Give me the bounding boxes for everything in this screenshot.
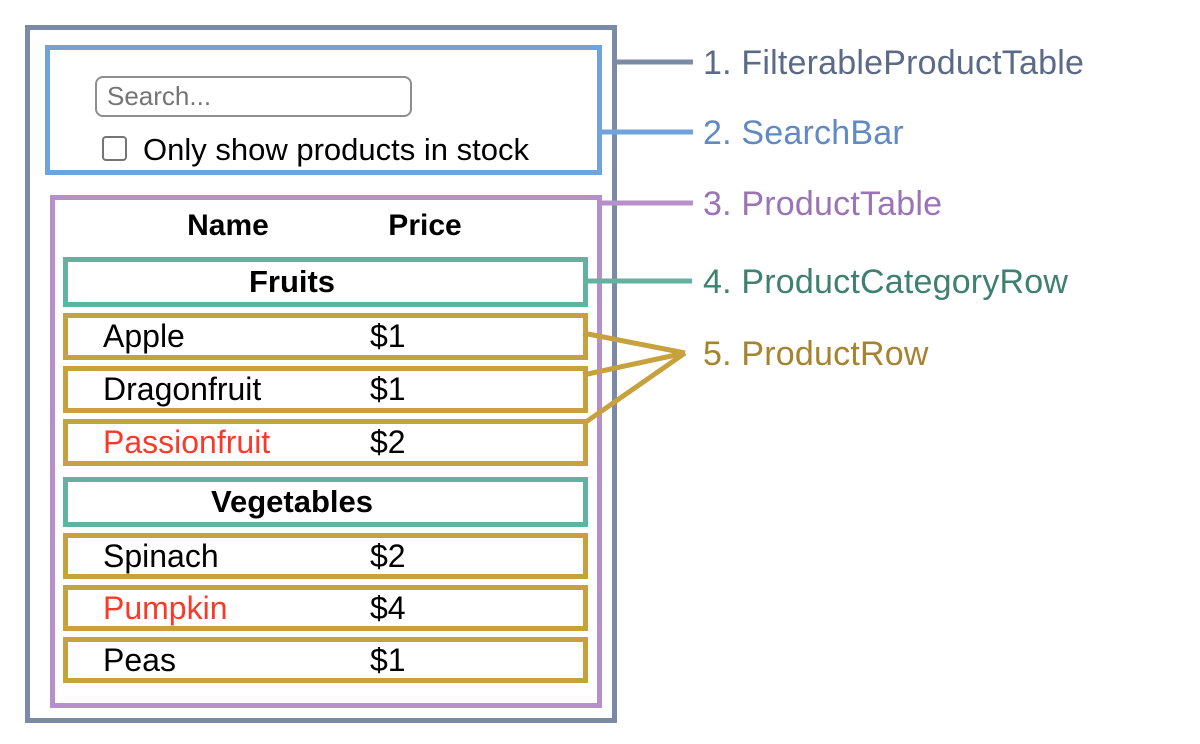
product-category-row-vegetables: Vegetables [63,477,588,527]
product-row: Apple $1 [63,313,588,360]
product-price: $2 [370,424,406,460]
product-table-box: Name Price Fruits Apple $1 Dragonfruit $… [50,195,602,708]
product-name-out-of-stock: Pumpkin [103,589,228,626]
product-row: Peas $1 [63,637,588,683]
product-name: Apple [103,318,185,354]
search-input[interactable] [95,76,412,117]
annotation-product-category-row: 4. ProductCategoryRow [703,263,1069,301]
product-name-out-of-stock: Passionfruit [103,424,271,460]
category-label: Fruits [248,264,336,299]
in-stock-checkbox-label: Only show products in stock [143,132,529,167]
column-header-name: Name [187,209,269,242]
annotation-filterable-product-table: 1. FilterableProductTable [703,44,1085,82]
category-label: Vegetables [211,484,373,519]
product-row: Dragonfruit $1 [63,366,588,413]
product-price: $1 [370,371,406,407]
annotation-product-row: 5. ProductRow [703,335,929,373]
product-price: $2 [370,537,406,574]
product-row: Passionfruit $2 [63,419,588,466]
product-price: $1 [370,641,406,678]
search-bar-box: Only show products in stock [45,45,602,175]
product-price: $1 [370,318,406,354]
in-stock-checkbox[interactable] [102,136,127,161]
product-name: Spinach [103,537,219,574]
product-name: Peas [103,641,176,678]
product-category-row-fruits: Fruits [63,257,588,307]
annotation-search-bar: 2. SearchBar [703,114,904,152]
product-row: Pumpkin $4 [63,585,588,631]
column-header-price: Price [388,209,462,242]
filterable-product-table-box: Only show products in stock Name Price F… [25,25,617,723]
product-price: $4 [370,589,406,626]
annotation-product-table: 3. ProductTable [703,185,943,223]
product-name: Dragonfruit [103,371,262,407]
product-row: Spinach $2 [63,533,588,579]
